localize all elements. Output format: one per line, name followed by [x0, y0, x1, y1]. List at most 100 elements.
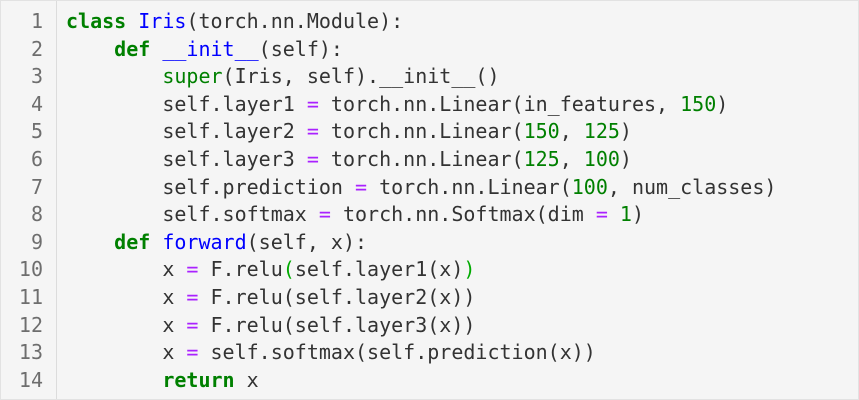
code-token: = — [354, 174, 368, 199]
code-token: F.relu — [198, 257, 283, 282]
code-token: (Iris, self).__init__() — [222, 64, 500, 89]
code-text: self.layer2 = torch.nn.Linear(150, 125) — [43, 118, 858, 146]
code-text: self.prediction = torch.nn.Linear(100, n… — [43, 174, 858, 202]
code-token: torch.nn.Linear( — [367, 174, 572, 199]
code-token: torch.nn.Softmax(dim — [330, 202, 596, 227]
code-token: F.relu(self.layer2(x)) — [198, 284, 476, 309]
code-line[interactable]: 11 x = F.relu(self.layer2(x)) — [1, 284, 858, 312]
code-token: self.layer1 — [66, 91, 307, 116]
code-line[interactable]: 7 self.prediction = torch.nn.Linear(100,… — [1, 174, 858, 202]
code-token — [66, 230, 114, 254]
code-token: , — [559, 119, 584, 144]
code-token: ( — [282, 257, 295, 282]
code-text: super(Iris, self).__init__() — [43, 63, 858, 91]
code-token: (self): — [258, 36, 343, 61]
code-line[interactable]: 12 x = F.relu(self.layer3(x)) — [1, 312, 858, 340]
code-token: 1 — [619, 202, 632, 227]
code-token: self.softmax — [66, 202, 319, 227]
code-text: self.layer3 = torch.nn.Linear(125, 100) — [43, 146, 858, 174]
code-token: = — [186, 284, 199, 309]
code-token: 100 — [583, 146, 620, 171]
code-token — [66, 368, 162, 392]
line-number: 4 — [30, 91, 43, 116]
code-token: self.prediction — [66, 174, 355, 199]
code-token: (torch.nn.Module): — [186, 9, 404, 33]
code-token: = — [306, 91, 319, 116]
code-token: = — [318, 202, 331, 227]
code-token: ) — [463, 257, 476, 282]
code-text: x = F.relu(self.layer1(x)) — [43, 256, 858, 284]
code-text: def __init__(self): — [43, 36, 858, 64]
code-line[interactable]: 8 self.softmax = torch.nn.Softmax(dim = … — [1, 201, 858, 229]
code-token: = — [186, 257, 199, 282]
code-token: x — [66, 312, 187, 337]
code-token: def — [114, 229, 151, 254]
line-number: 5 — [30, 119, 43, 144]
code-text: class Iris(torch.nn.Module): — [43, 8, 858, 36]
code-token: torch.nn.Linear( — [318, 146, 524, 171]
code-token: 150 — [523, 119, 560, 144]
code-token: torch.nn.Linear( — [318, 119, 524, 144]
line-number: 3 — [30, 64, 43, 89]
code-token: ) — [619, 146, 632, 171]
code-token: , — [559, 146, 584, 171]
code-token: x — [66, 257, 187, 282]
line-number: 7 — [30, 174, 43, 199]
line-number: 14 — [18, 367, 43, 392]
line-number: 1 — [30, 9, 43, 33]
code-text: def forward(self, x): — [43, 229, 858, 257]
code-line[interactable]: 6 self.layer3 = torch.nn.Linear(125, 100… — [1, 146, 858, 174]
code-line[interactable]: 5 self.layer2 = torch.nn.Linear(150, 125… — [1, 118, 858, 146]
line-number-gutter — [1, 1, 57, 399]
code-token — [150, 230, 162, 254]
code-token: super — [162, 64, 223, 89]
code-token: Iris — [138, 9, 187, 33]
code-line[interactable]: 13 x = self.softmax(self.prediction(x)) — [1, 339, 858, 367]
code-token: = — [306, 146, 319, 171]
line-number: 8 — [30, 202, 43, 227]
code-token: self.softmax(self.prediction(x)) — [198, 340, 596, 365]
code-token: 125 — [583, 119, 620, 144]
line-number: 10 — [18, 257, 43, 282]
code-token: class — [66, 9, 127, 33]
code-token: 150 — [680, 91, 717, 116]
line-number: 6 — [30, 146, 43, 171]
code-token: ) — [631, 202, 645, 227]
code-token: (self, x): — [246, 229, 368, 254]
code-text: x = self.softmax(self.prediction(x)) — [43, 339, 858, 367]
code-token: = — [306, 119, 319, 144]
line-number: 2 — [30, 36, 43, 61]
code-token — [608, 202, 620, 226]
line-number: 13 — [18, 340, 43, 365]
code-token — [66, 64, 162, 88]
line-number: 11 — [18, 284, 43, 309]
code-token — [150, 37, 162, 61]
code-line[interactable]: 2 def __init__(self): — [1, 36, 858, 64]
code-line[interactable]: 14 return x — [1, 367, 858, 395]
code-text: self.layer1 = torch.nn.Linear(in_feature… — [43, 91, 858, 119]
code-line[interactable]: 9 def forward(self, x): — [1, 229, 858, 257]
code-token: x — [234, 367, 259, 392]
code-token: = — [186, 312, 199, 337]
code-line[interactable]: 3 super(Iris, self).__init__() — [1, 63, 858, 91]
code-token: def — [114, 36, 151, 61]
code-text: x = F.relu(self.layer2(x)) — [43, 284, 858, 312]
code-text: self.softmax = torch.nn.Softmax(dim = 1) — [43, 201, 858, 229]
code-token: self.layer2 — [66, 119, 307, 144]
code-token: forward — [162, 229, 247, 254]
code-token: ) — [619, 119, 632, 144]
line-number: 12 — [18, 312, 43, 337]
code-token — [66, 37, 114, 61]
code-token: 100 — [571, 174, 608, 199]
code-line[interactable]: 4 self.layer1 = torch.nn.Linear(in_featu… — [1, 91, 858, 119]
code-line[interactable]: 10 x = F.relu(self.layer1(x)) — [1, 256, 858, 284]
code-token: = — [186, 340, 199, 365]
code-token: ) — [716, 91, 729, 116]
code-text: return x — [43, 367, 858, 395]
code-token: F.relu(self.layer3(x)) — [198, 312, 476, 337]
code-token: x — [66, 340, 187, 365]
code-token: x — [66, 284, 187, 309]
